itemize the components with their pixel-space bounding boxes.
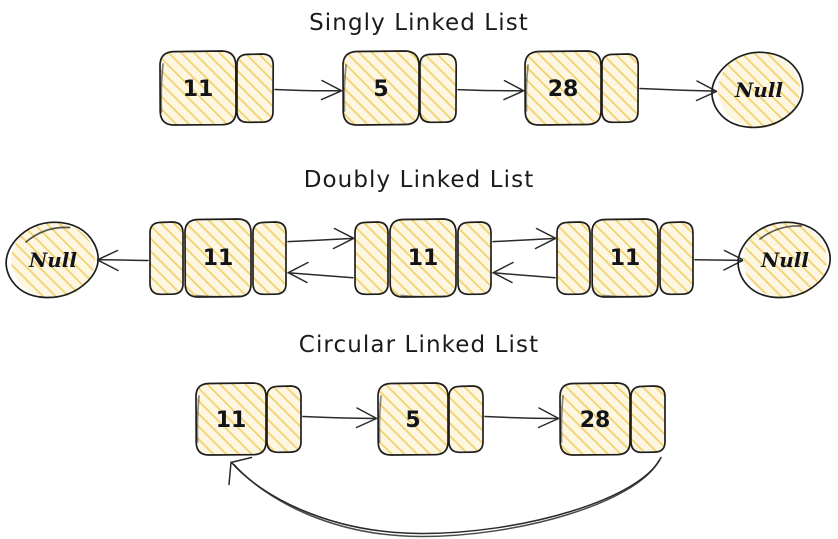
doubly-list-title: Doubly Linked List: [304, 167, 535, 193]
doubly-head-null-outline: [5, 221, 100, 299]
circular-arrow-2: [484, 407, 560, 429]
circular-node-3-pointer-outline: [630, 385, 666, 454]
doubly-arrow-1-forward: [287, 227, 355, 250]
doubly-node-2-prev-box: [355, 222, 388, 294]
singly-null-terminator[interactable]: Null: [711, 51, 804, 129]
singly-node-1-data-outline: [159, 50, 237, 126]
singly-node-3-data-outline-2: [525, 64, 529, 112]
doubly-node-2-prev-outline: [354, 221, 389, 296]
singly-node-3-value: 28: [548, 77, 579, 102]
singly-node-1-value: 11: [183, 77, 214, 102]
singly-node-2-value: 5: [373, 77, 388, 102]
doubly-arrow-1-backward: [287, 261, 354, 284]
circular-list-title: Circular Linked List: [299, 332, 539, 358]
circular-node-2-pointer-outline: [448, 385, 484, 454]
doubly-arrow-tail-to-null: [694, 249, 745, 271]
singly-node-3-data-outline: [524, 50, 602, 126]
doubly-node-1-prev-box: [150, 222, 183, 294]
doubly-node-1-prev-outline: [149, 221, 184, 296]
circular-arrow-1: [302, 407, 378, 429]
singly-arrow-2: [457, 79, 525, 101]
singly-node-1-data-outline-2: [160, 63, 164, 113]
circular-node-3-data-box: [560, 383, 630, 455]
doubly-tail-null-terminator[interactable]: Null: [737, 221, 832, 299]
singly-node-2-data-outline: [342, 50, 420, 126]
doubly-node-3-value: 11: [610, 246, 641, 271]
singly-null-label: Null: [734, 78, 783, 102]
circular-node-2-value: 5: [405, 408, 420, 433]
doubly-node-3-data-outline-2: [602, 294, 648, 298]
doubly-node-1-next-outline: [252, 221, 287, 296]
singly-node-3-pointer-outline: [601, 53, 640, 124]
circular-node-1-value: 11: [216, 408, 247, 433]
doubly-node-2-next-box: [458, 222, 491, 294]
circular-node-1-pointer-outline: [266, 385, 302, 454]
singly-arrow-1: [274, 79, 343, 101]
singly-node-2[interactable]: 5: [342, 50, 458, 126]
doubly-node-1-data-outline-2: [195, 294, 241, 298]
singly-node-1[interactable]: 11: [159, 50, 275, 126]
circular-node-3-data-outline-2: [560, 395, 564, 443]
singly-node-3[interactable]: 28: [524, 50, 640, 126]
doubly-node-2-data-box: [390, 219, 456, 297]
circular-node-2-data-box: [378, 383, 448, 455]
doubly-node-1-value: 11: [203, 246, 234, 271]
doubly-tail-null-outline-2: [759, 225, 802, 240]
singly-null-ellipse: [718, 52, 800, 128]
doubly-node-1-data-box: [185, 219, 251, 297]
singly-node-3-pointer-box: [602, 54, 638, 122]
circular-node-3-data-outline: [559, 382, 631, 456]
doubly-node-3-next-outline: [659, 221, 694, 296]
circular-node-1-data-outline-2: [196, 395, 200, 443]
section-circular-linked-list: Circular Linked List 11 5: [195, 332, 666, 538]
singly-node-2-data-outline-2: [343, 64, 347, 112]
circular-loop-back-arrow: [228, 456, 662, 538]
circular-node-1[interactable]: 11: [195, 382, 302, 456]
singly-node-1-pointer-outline: [236, 53, 275, 124]
doubly-node-2-value: 11: [408, 246, 439, 271]
doubly-node-2-next-outline: [457, 221, 492, 296]
doubly-head-null-ellipse: [11, 222, 95, 298]
circular-node-3-pointer-box: [631, 386, 665, 452]
section-doubly-linked-list: Doubly Linked List Null 11: [5, 167, 832, 299]
doubly-tail-null-ellipse: [743, 222, 827, 298]
doubly-node-1[interactable]: 11: [149, 218, 287, 298]
doubly-arrow-head-to-null: [96, 249, 149, 272]
doubly-node-3-next-box: [660, 222, 693, 294]
doubly-node-3[interactable]: 11: [556, 218, 694, 298]
circular-node-2-data-outline-2: [378, 395, 382, 443]
doubly-tail-null-outline: [737, 221, 832, 299]
doubly-node-3-data-box: [592, 219, 658, 297]
singly-null-outline: [711, 51, 804, 129]
circular-node-2-data-outline: [377, 382, 449, 456]
doubly-arrow-2-backward: [492, 261, 556, 284]
doubly-head-null-outline-2: [25, 226, 71, 243]
doubly-tail-null-label: Null: [760, 248, 809, 272]
singly-node-1-pointer-box: [237, 54, 273, 122]
singly-node-2-data-box: [343, 51, 419, 125]
doubly-node-1-next-box: [253, 222, 286, 294]
singly-node-1-data-box: [160, 51, 236, 125]
doubly-node-2-data-outline-2: [400, 294, 446, 298]
singly-list-title: Singly Linked List: [309, 10, 529, 36]
doubly-node-2[interactable]: 11: [354, 218, 492, 298]
doubly-head-null-terminator[interactable]: Null: [5, 221, 100, 299]
circular-node-3-value: 28: [580, 408, 611, 433]
circular-node-1-data-box: [196, 383, 266, 455]
circular-node-2[interactable]: 5: [377, 382, 484, 456]
singly-node-2-pointer-box: [420, 54, 456, 122]
circular-node-1-data-outline: [195, 382, 267, 456]
doubly-node-3-prev-outline: [556, 221, 591, 296]
section-singly-linked-list: Singly Linked List 11 5: [159, 10, 804, 129]
circular-node-1-pointer-box: [267, 386, 301, 452]
singly-node-2-pointer-outline: [419, 53, 458, 124]
singly-node-3-data-box: [525, 51, 601, 125]
doubly-arrow-2-forward: [492, 227, 557, 250]
circular-node-2-pointer-box: [449, 386, 483, 452]
doubly-head-null-label: Null: [28, 248, 77, 272]
singly-arrow-3: [639, 80, 718, 102]
circular-node-3[interactable]: 28: [559, 382, 666, 456]
doubly-node-3-prev-box: [557, 222, 590, 294]
